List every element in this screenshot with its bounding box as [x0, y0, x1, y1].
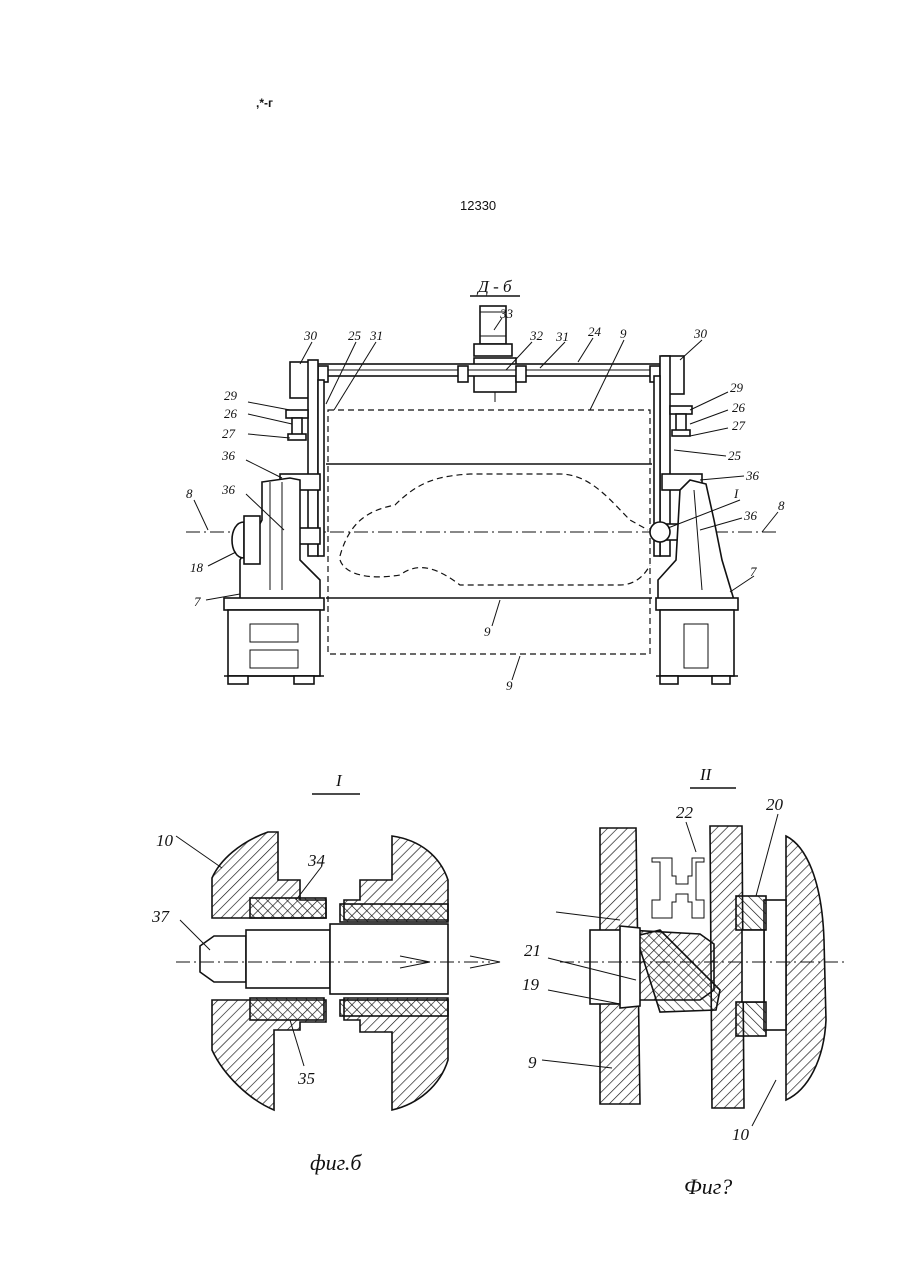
label-35: 35	[297, 1069, 315, 1088]
label-10-detail-I: 10	[156, 831, 174, 850]
label-29-left: 29	[224, 388, 238, 403]
label-9-bottom: 9	[506, 678, 513, 693]
label-25-right: 25	[728, 448, 742, 463]
label-7-right: 7	[750, 564, 757, 579]
label-25-left: 25	[348, 328, 362, 343]
label-I-marker: I	[733, 486, 739, 501]
label-29-right: 29	[730, 380, 744, 395]
label-9-top: 9	[620, 326, 627, 341]
section-label-detail-I: I	[335, 771, 343, 790]
label-36-upper-left: 36	[221, 448, 236, 463]
label-37: 37	[151, 907, 171, 926]
beam-22	[652, 858, 704, 918]
label-36-lower-left: 36	[221, 482, 236, 497]
label-20: 20	[766, 795, 784, 814]
section-label-main: Д - б	[476, 277, 512, 296]
label-9-mid: 9	[484, 624, 491, 639]
label-30-right: 30	[693, 326, 708, 341]
bushing-35	[250, 998, 324, 1020]
label-27-right: 27	[732, 418, 746, 433]
label-27-left: 27	[222, 426, 236, 441]
label-31-right: 31	[555, 329, 569, 344]
part-10-detail-II	[786, 836, 826, 1100]
pin-37	[200, 936, 246, 982]
bushing-34	[250, 898, 326, 918]
label-36-lower-right: 36	[743, 508, 758, 523]
detail-I-figure: I 10 34 37 35 фиг.б	[151, 771, 500, 1175]
label-33: 33	[499, 306, 514, 321]
label-9-detail-II: 9	[528, 1053, 537, 1072]
bushing-20	[736, 896, 766, 930]
section-label-detail-II: II	[699, 765, 713, 784]
label-26-right: 26	[732, 400, 746, 415]
caption-fig-6: фиг.б	[310, 1150, 362, 1175]
label-26-left: 26	[224, 406, 238, 421]
label-31-left: 31	[369, 328, 383, 343]
label-34: 34	[307, 851, 326, 870]
caption-fig-7: Фиг?	[684, 1174, 732, 1199]
main-assembly-figure: Д - б	[186, 277, 785, 693]
label-21: 21	[524, 941, 541, 960]
label-18: 18	[190, 560, 204, 575]
label-19: 19	[522, 975, 540, 994]
label-32: 32	[529, 328, 544, 343]
label-8-left: 8	[186, 486, 193, 501]
label-8-right: 8	[778, 498, 785, 513]
label-10-detail-II: 10	[732, 1125, 750, 1144]
label-30-left: 30	[303, 328, 318, 343]
label-24: 24	[588, 324, 602, 339]
label-7-left: 7	[194, 594, 201, 609]
frame-left	[308, 360, 318, 556]
label-36-upper-right: 36	[745, 468, 760, 483]
label-22: 22	[676, 803, 694, 822]
detail-II-figure: II 22 20 21	[522, 765, 844, 1199]
